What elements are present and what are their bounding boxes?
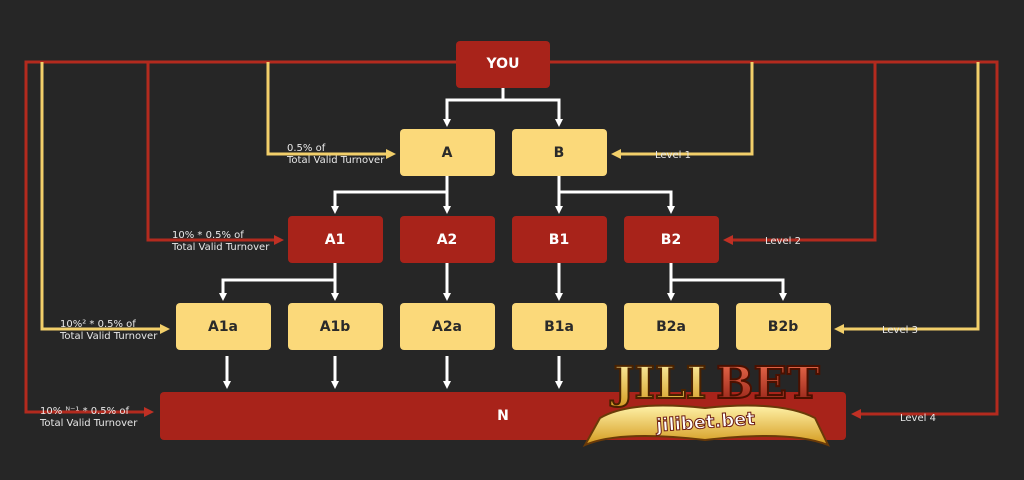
node-b2b: B2b xyxy=(736,303,831,350)
tree-arrows xyxy=(219,88,787,389)
node-label: A xyxy=(442,145,453,161)
node-a1b: A1b xyxy=(288,303,383,350)
node-b2: B2 xyxy=(624,216,719,263)
node-label: A1 xyxy=(325,232,346,248)
node-label: YOU xyxy=(486,56,520,72)
node-b1: B1 xyxy=(512,216,607,263)
node-a2a: A2a xyxy=(400,303,495,350)
commission-rate: 10% ᴺ⁻¹ * 0.5% of xyxy=(40,406,129,417)
commission-basis: Total Valid Turnover xyxy=(171,242,270,253)
node-label: B1 xyxy=(549,232,569,248)
node-label: A2 xyxy=(437,232,458,248)
node-label: N xyxy=(497,408,509,424)
level-label-1: Level 1 xyxy=(655,150,691,161)
node-a2: A2 xyxy=(400,216,495,263)
node-a: A xyxy=(400,129,495,176)
node-label: B2a xyxy=(656,319,686,335)
commission-rate: 10%² * 0.5% of xyxy=(60,319,136,330)
node-b1a: B1a xyxy=(512,303,607,350)
node-label: B2 xyxy=(661,232,681,248)
level-connectors xyxy=(24,60,999,419)
node-label: B1a xyxy=(544,319,574,335)
commission-rate: 0.5% of xyxy=(287,143,326,154)
node-label: B xyxy=(554,145,565,161)
level-label-4: Level 4 xyxy=(900,413,936,424)
svg-text:BET: BET xyxy=(716,358,820,409)
commission-basis: Total Valid Turnover xyxy=(39,418,138,429)
node-label: A2a xyxy=(432,319,462,335)
node-you: YOU xyxy=(456,41,550,88)
node-a1a: A1a xyxy=(176,303,271,350)
node-b2a: B2a xyxy=(624,303,719,350)
node-b: B xyxy=(512,129,607,176)
commission-basis: Total Valid Turnover xyxy=(286,155,385,166)
node-label: A1b xyxy=(320,319,351,335)
commission-basis: Total Valid Turnover xyxy=(59,331,158,342)
node-label: B2b xyxy=(768,319,798,335)
level-label-3: Level 3 xyxy=(882,325,918,336)
node-label: A1a xyxy=(208,319,238,335)
commission-rate: 10% * 0.5% of xyxy=(172,230,244,241)
jilibet-logo: JILI BET jilibet.bet xyxy=(582,357,831,448)
level-label-2: Level 2 xyxy=(765,236,801,247)
svg-text:JILI: JILI xyxy=(610,358,707,409)
node-a1: A1 xyxy=(288,216,383,263)
